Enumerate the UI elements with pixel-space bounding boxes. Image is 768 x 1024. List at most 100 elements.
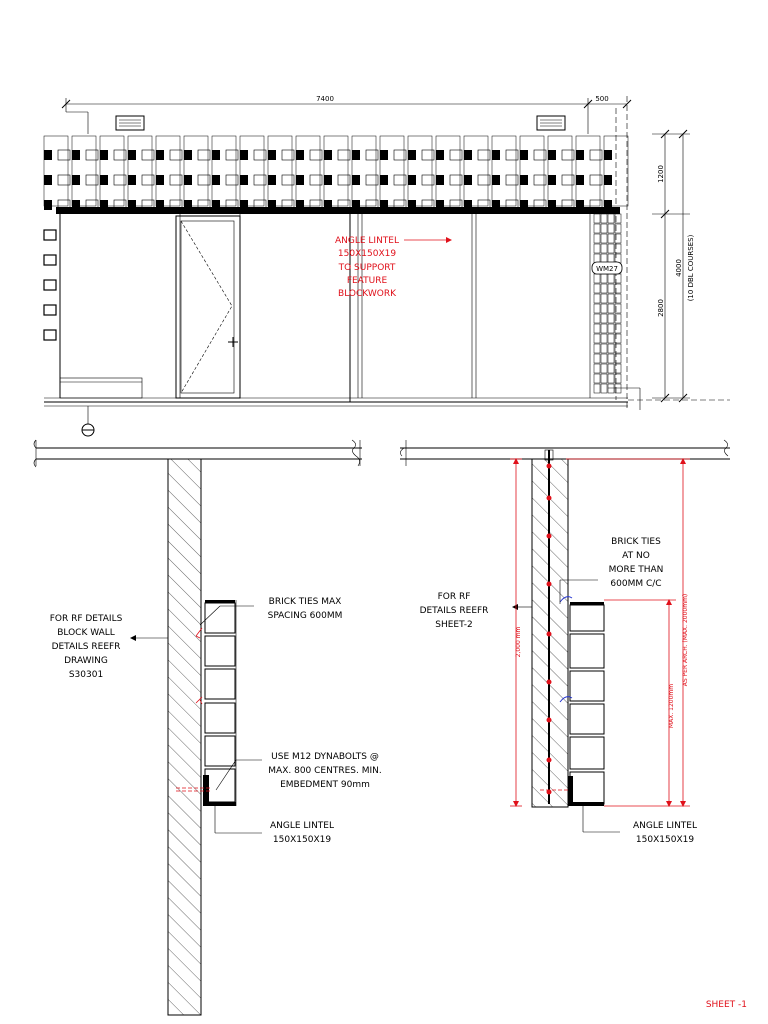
column-block xyxy=(593,383,601,394)
block-outline xyxy=(491,135,517,207)
column-block xyxy=(593,273,601,284)
dim-lower: 2800 xyxy=(657,299,665,317)
block-cell xyxy=(72,150,80,160)
block-cell xyxy=(113,174,127,186)
block-cell xyxy=(212,200,220,210)
column-block xyxy=(43,329,57,341)
block-cell xyxy=(604,175,612,185)
block-cell xyxy=(505,174,519,186)
block-cell xyxy=(324,175,332,185)
block-cell xyxy=(225,149,239,161)
left-block-column xyxy=(43,229,57,341)
rebar-dot xyxy=(546,463,552,469)
column-block xyxy=(607,343,615,354)
column-block xyxy=(600,293,608,304)
block-cell xyxy=(212,150,220,160)
block-outline xyxy=(239,135,265,207)
column-block xyxy=(593,213,601,224)
block-cell xyxy=(309,149,323,161)
block-cell xyxy=(520,150,528,160)
dim-length: 7400 xyxy=(316,95,334,103)
block-cell xyxy=(337,174,351,186)
right-rf-line-3: SHEET-2 xyxy=(435,620,473,630)
block-cell xyxy=(464,175,472,185)
rebar-dot xyxy=(546,717,552,723)
block-cell xyxy=(548,175,556,185)
right-rf-line-1: FOR RF xyxy=(438,592,471,602)
column-block xyxy=(600,323,608,334)
column-block xyxy=(600,333,608,344)
block-cell xyxy=(85,174,99,186)
block-outline xyxy=(155,135,181,207)
column-block xyxy=(607,373,615,384)
column-block xyxy=(593,313,601,324)
block-outline xyxy=(435,135,461,207)
block-cell xyxy=(184,200,192,210)
block-cell xyxy=(393,149,407,161)
block-cell xyxy=(449,149,463,161)
block-cell xyxy=(240,175,248,185)
block-cell xyxy=(576,150,584,160)
block-cell xyxy=(156,200,164,210)
elevation-note-line-4: FEATURE xyxy=(347,276,388,286)
block-cell xyxy=(352,150,360,160)
block-cell xyxy=(380,200,388,210)
block-cell xyxy=(72,200,80,210)
column-block xyxy=(607,213,615,224)
column-block xyxy=(593,323,601,334)
elevation-note-line-3: TO SUPPORT xyxy=(338,263,396,273)
block-cell xyxy=(408,150,416,160)
block-cell xyxy=(212,175,220,185)
block-outline xyxy=(351,135,377,207)
block-cell xyxy=(268,175,276,185)
block-cell xyxy=(156,175,164,185)
block-cell xyxy=(561,149,575,161)
block-cell xyxy=(253,149,267,161)
block-cell xyxy=(421,149,435,161)
column-block xyxy=(593,353,601,364)
block-cell xyxy=(197,149,211,161)
block-cell xyxy=(477,174,491,186)
block-cell xyxy=(268,150,276,160)
block-cell xyxy=(184,150,192,160)
column-block xyxy=(607,273,615,284)
column-block xyxy=(600,223,608,234)
column-block xyxy=(614,323,622,334)
block-cell xyxy=(240,150,248,160)
block-cell xyxy=(393,174,407,186)
block-cell xyxy=(505,149,519,161)
column-block xyxy=(614,353,622,364)
block-cell xyxy=(296,200,304,210)
block-cell xyxy=(100,150,108,160)
brick-column-right xyxy=(568,602,605,806)
block-cell xyxy=(156,150,164,160)
rebar-dots xyxy=(546,463,552,795)
left-rf-line-2: BLOCK WALL xyxy=(57,628,115,638)
block-cell xyxy=(169,149,183,161)
block-cell xyxy=(561,174,575,186)
left-rf-line-5: S30301 xyxy=(69,670,103,680)
elevation-note-line-1: ANGLE LINTEL xyxy=(335,236,399,246)
block-cell xyxy=(141,174,155,186)
column-block xyxy=(614,363,622,374)
angle-lintel-band xyxy=(56,207,620,214)
block-cell xyxy=(533,174,547,186)
block-outline xyxy=(547,135,573,207)
elevation-note-line-2: 150X150X19 xyxy=(338,249,396,259)
block-outline xyxy=(295,135,321,207)
right-dim-max: MAX. 1200mm xyxy=(668,684,675,728)
block-cell xyxy=(128,175,136,185)
column-block xyxy=(614,343,622,354)
block-cell xyxy=(548,200,556,210)
column-block xyxy=(607,303,615,314)
block-outline xyxy=(379,135,405,207)
column-block xyxy=(600,373,608,384)
column-block xyxy=(614,223,622,234)
left-lintel-line-1: ANGLE LINTEL xyxy=(270,821,334,831)
block-cell xyxy=(225,174,239,186)
block-cell xyxy=(281,174,295,186)
dim-upper: 1200 xyxy=(657,165,665,183)
right-block-column xyxy=(593,213,622,394)
block-cell xyxy=(240,200,248,210)
